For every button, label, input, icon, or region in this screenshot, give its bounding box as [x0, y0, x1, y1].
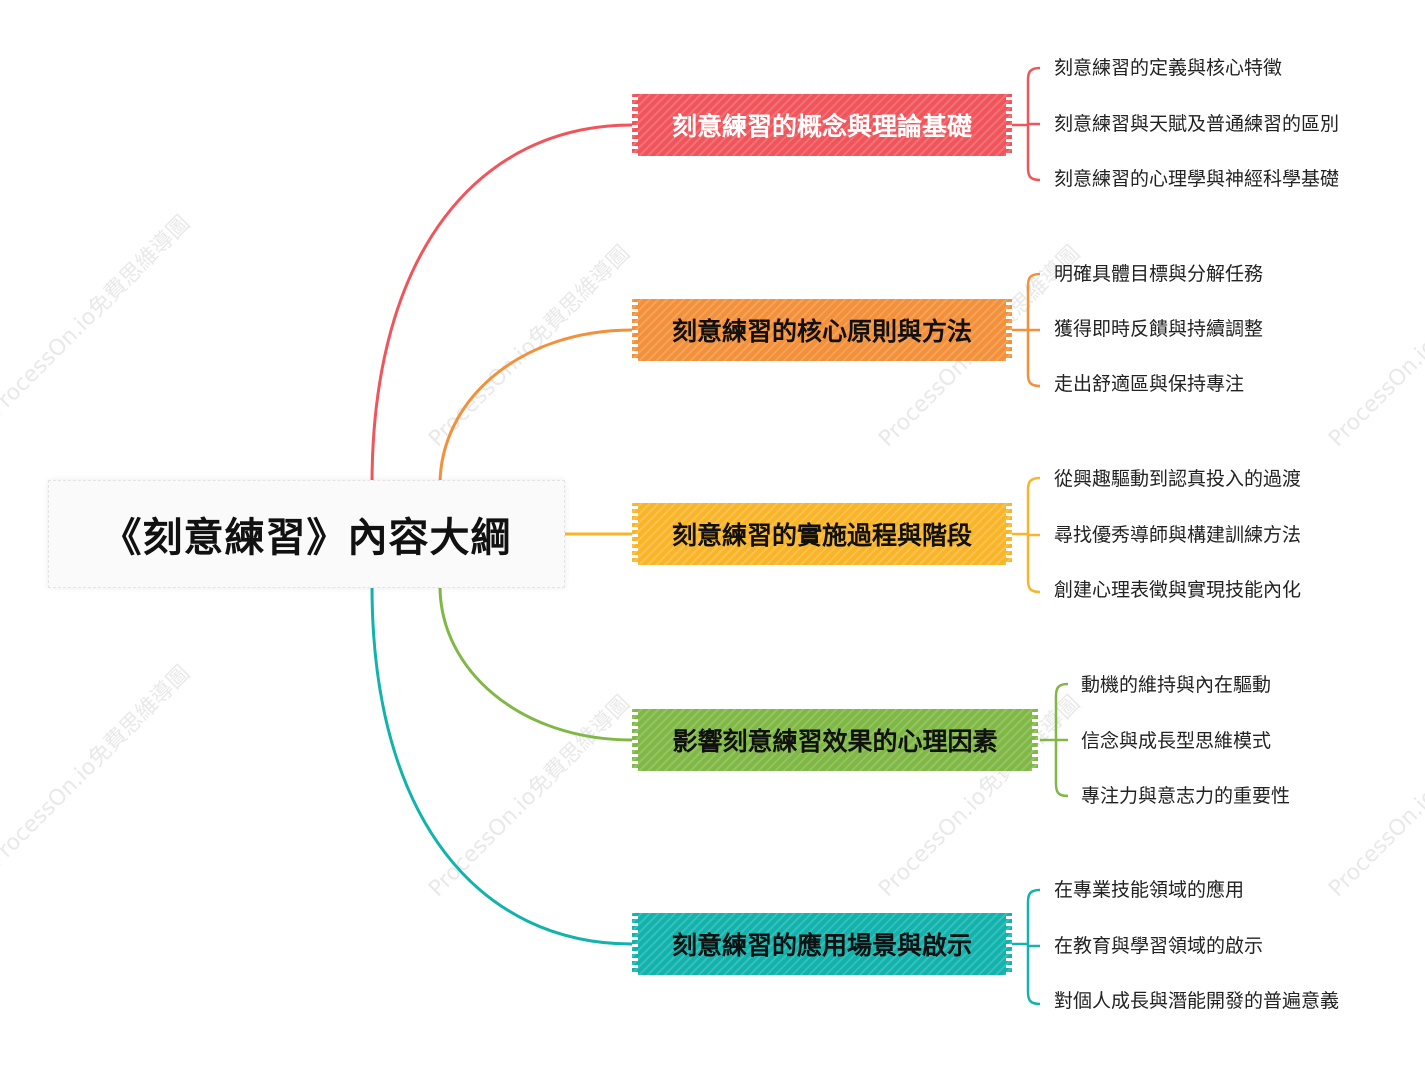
subtopic[interactable]: 明確具體目標與分解任務	[1054, 263, 1264, 285]
subtopic[interactable]: 獲得即時反饋與持續調整	[1054, 318, 1264, 340]
branch-topic-4[interactable]: 影響刻意練習效果的心理因素	[632, 709, 1038, 771]
subtopic[interactable]: 尋找優秀導師與構建訓練方法	[1054, 524, 1302, 546]
connector-branch-5	[370, 585, 633, 946]
bracket-branch-3	[1012, 476, 1041, 594]
branch-label: 刻意練習的概念與理論基礎	[671, 112, 972, 141]
subtopic[interactable]: 對個人成長與潛能開發的普遍意義	[1054, 990, 1340, 1012]
connector-branch-1	[370, 123, 633, 486]
subtopic[interactable]: 刻意練習的定義與核心特徵	[1054, 57, 1283, 79]
connector-branch-4	[438, 585, 633, 742]
subtopic[interactable]: 刻意練習與天賦及普通練習的區別	[1054, 113, 1340, 135]
bracket-branch-1	[1012, 66, 1041, 182]
branch-topic-1[interactable]: 刻意練習的概念與理論基礎	[632, 94, 1012, 156]
branch-label: 影響刻意練習效果的心理因素	[672, 727, 998, 756]
connector-branch-2	[438, 328, 633, 486]
subtopic[interactable]: 在教育與學習領域的啟示	[1054, 935, 1264, 957]
root-topic[interactable]: 《刻意練習》內容大綱	[48, 480, 565, 588]
subtopic[interactable]: 走出舒適區與保持專注	[1054, 373, 1245, 395]
subtopic[interactable]: 信念與成長型思維模式	[1081, 730, 1272, 752]
subtopic[interactable]: 在專業技能領域的應用	[1054, 879, 1245, 901]
branch-label: 刻意練習的核心原則與方法	[671, 317, 972, 346]
subtopic[interactable]: 創建心理表徵與實現技能內化	[1054, 579, 1302, 601]
branch-label: 刻意練習的實施過程與階段	[671, 521, 972, 550]
subtopic[interactable]: 刻意練習的心理學與神經科學基礎	[1054, 168, 1340, 190]
bracket-branch-4	[1040, 682, 1069, 798]
branch-label: 刻意練習的應用場景與啟示	[671, 931, 972, 960]
branch-topic-5[interactable]: 刻意練習的應用場景與啟示	[632, 913, 1012, 975]
subtopic[interactable]: 動機的維持與內在驅動	[1081, 674, 1272, 696]
bracket-branch-5	[1012, 888, 1041, 1006]
branch-topic-2[interactable]: 刻意練習的核心原則與方法	[632, 299, 1012, 361]
bracket-branch-2	[1012, 272, 1041, 388]
subtopic[interactable]: 從興趣驅動到認真投入的過渡	[1054, 468, 1302, 490]
subtopic[interactable]: 專注力與意志力的重要性	[1081, 785, 1291, 807]
branch-topic-3[interactable]: 刻意練習的實施過程與階段	[632, 503, 1012, 565]
